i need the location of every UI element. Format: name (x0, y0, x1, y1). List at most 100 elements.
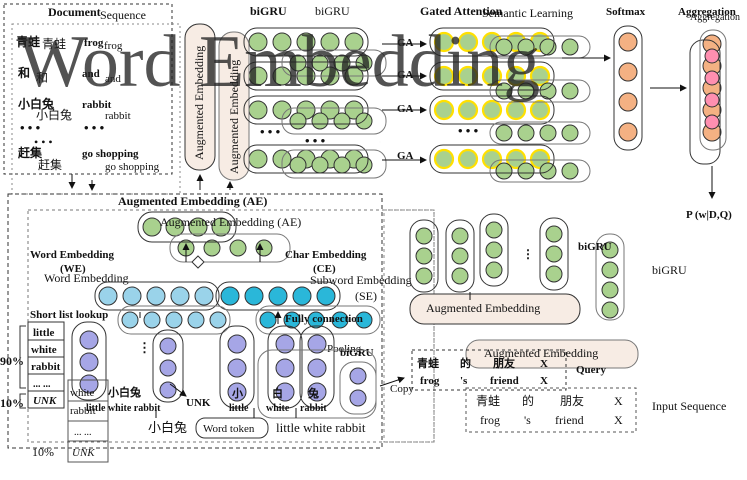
query-zh-2: 的 (460, 356, 471, 370)
doc-row-2-en: and (82, 68, 100, 80)
ga-ghost-neuron (561, 82, 579, 100)
ga-ghost-neuron (517, 38, 535, 56)
bigru-ghost-neuron (311, 156, 329, 174)
query-dash-box (383, 209, 435, 443)
query-ghost-neuron (601, 241, 619, 259)
query-token-box (411, 349, 567, 391)
query-neuron-4 (545, 245, 563, 263)
query-zh-4: X (540, 358, 548, 370)
ga-ghost-1 (489, 35, 591, 59)
query-en-2: 's (460, 375, 468, 387)
char-2-zh: 白 (272, 386, 283, 400)
ae-bigru-label: biGRU (340, 347, 374, 359)
char-capsule-2 (267, 325, 303, 409)
ga-neuron (505, 148, 527, 170)
char-neuron-1 (227, 358, 247, 378)
input-zh-1: 青蛙 (476, 394, 500, 408)
input-zh-2: 的 (522, 393, 534, 408)
bigru-neuron (320, 100, 340, 120)
query-neuron-4 (545, 225, 563, 243)
we-neuron (170, 286, 190, 306)
ae-output-neuron (142, 217, 162, 237)
char-capsule-1 (219, 325, 255, 409)
se-label: Subword Embedding (310, 273, 412, 287)
tokens-zh: 小白兔 (107, 385, 141, 399)
ga-neuron (481, 148, 503, 170)
document-title: Document (48, 5, 101, 19)
query-neuron-3 (485, 221, 503, 239)
query-ae-overlay: Augmented Embedding (484, 346, 598, 360)
ga-ghost-neuron (517, 162, 535, 180)
ga-neuron (433, 148, 455, 170)
ce-ghost-neuron (355, 311, 373, 329)
query-en-4: X (540, 375, 548, 387)
we-ghost-neuron (143, 311, 161, 329)
lookup-neuron-2 (159, 337, 177, 355)
lookup-neuron-2 (159, 381, 177, 399)
ce-neuron (244, 286, 264, 306)
ga-neuron (433, 65, 455, 87)
ce-label: Char Embedding (285, 249, 367, 261)
input-sequence-box (465, 387, 637, 433)
ga-ghost-4 (489, 159, 591, 183)
ae-ghost-neuron (203, 239, 221, 257)
doc-dots-2: • • • (84, 120, 105, 135)
ga-ghost-neuron (495, 162, 513, 180)
softmax-neuron (618, 32, 638, 52)
ga-neuron (457, 99, 479, 121)
query-neuron-2 (451, 267, 469, 285)
input-zh-3: 朋友 (560, 394, 584, 408)
query-ae-capsule[interactable] (409, 293, 581, 325)
bigru-top-overlay-label: biGRU (315, 4, 350, 18)
aggregation-overlay-label: Aggregation (690, 12, 740, 23)
ae-ghost-neuron (255, 239, 273, 257)
bigru-ghost-neuron (333, 54, 351, 72)
softmax-column (613, 25, 643, 151)
we-ghost-neuron (165, 311, 183, 329)
ae-column-1 (184, 23, 216, 171)
aggregation-ghost (699, 29, 727, 151)
query-neuron-3 (485, 261, 503, 279)
bigru-neuron (320, 32, 340, 52)
bigru-ghost-neuron (333, 156, 351, 174)
lookup-dots: ⋮ (138, 340, 151, 355)
bigru-neuron (344, 100, 364, 120)
input-sequence-label: Input Sequence (652, 399, 726, 413)
query-ae-ghost (465, 339, 639, 369)
doc-row-1-zh-ghost: 青蛙 (42, 37, 66, 51)
bigru-ghost-neuron (333, 112, 351, 130)
char-neuron-1 (227, 334, 247, 354)
query-ae-label: Augmented Embedding (426, 301, 540, 315)
doc-dots-1: • • • (20, 120, 41, 135)
softmax-neuron (618, 92, 638, 112)
bigru-top-label: biGRU (250, 4, 287, 18)
query-col-4 (539, 217, 569, 291)
word-token-box (195, 417, 269, 439)
doc-row-2-zh-ghost: 和 (36, 71, 48, 85)
we-ghost-neuron (209, 311, 227, 329)
ga-ghost-3 (489, 121, 591, 145)
softmax-neuron (618, 122, 638, 142)
ga-label-1: GA (397, 37, 414, 49)
ae-outer-box (7, 193, 383, 449)
bigru-neuron (272, 32, 292, 52)
ce-ghost-neuron (331, 311, 349, 329)
char-neuron-1 (227, 382, 247, 402)
vocab-ghost-row-1: white (70, 387, 95, 399)
copy-label: Copy (390, 383, 414, 395)
we-ghost-neuron (121, 311, 139, 329)
bigru-row-3 (243, 95, 369, 125)
lookup-neuron (79, 352, 99, 372)
we-ghost-neuron (187, 311, 205, 329)
ga-row-4 (429, 144, 555, 174)
char-capsule-3 (299, 325, 335, 409)
char-neuron-3 (307, 358, 327, 378)
concat-diamond (191, 255, 205, 269)
watermark-text: Word Embedding (18, 21, 540, 103)
bigru-ghost-neuron (311, 54, 329, 72)
query-ghost-neuron (601, 281, 619, 299)
query-zh-1: 青蛙 (417, 356, 439, 370)
ga-ghost-neuron (561, 38, 579, 56)
ga-row-3 (429, 95, 555, 125)
document-overlay-title: Sequence (100, 8, 146, 22)
